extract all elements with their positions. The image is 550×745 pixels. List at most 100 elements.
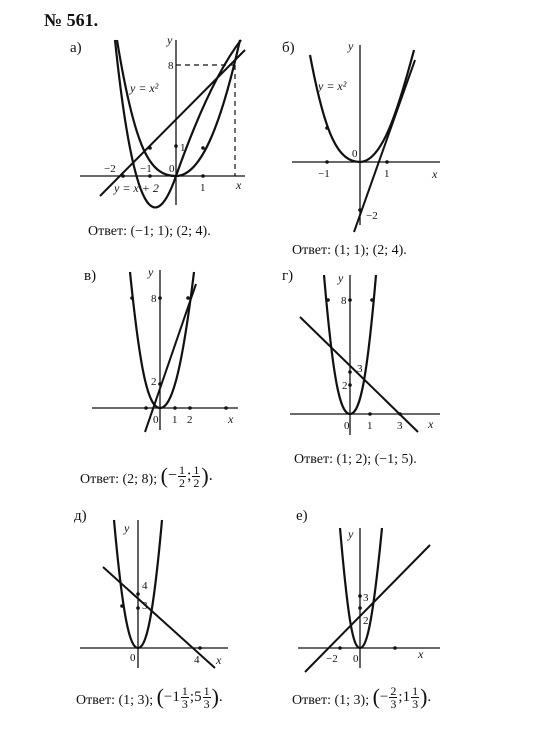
tick-dot [348, 370, 352, 374]
parabola-main [115, 39, 242, 178]
tick-dot [158, 296, 162, 300]
tick-y-3: 3 [363, 592, 369, 604]
parabola [112, 519, 164, 650]
line [144, 283, 197, 433]
tick-dot [358, 606, 362, 610]
panel-b-label: б) [282, 40, 295, 56]
panel-e-label: д) [74, 508, 87, 524]
panel-d-answer: Ответ: (1; 2); (−1; 5). [294, 452, 417, 467]
line [304, 544, 431, 673]
tick-dot [148, 174, 152, 178]
tick-dot [136, 592, 140, 596]
tick-x-1: 1 [384, 168, 390, 180]
tick-dot [201, 146, 205, 150]
tick-x-4: 4 [194, 654, 200, 666]
tick-dot [385, 160, 389, 164]
tick-y-8: 8 [151, 293, 157, 305]
line [102, 566, 216, 669]
tick-dot [158, 382, 162, 386]
tick-x-1: 1 [200, 182, 206, 194]
fraction-pair: ( − 2 3 ; 1 1 3 ). [372, 683, 432, 711]
x-axis-label: x [431, 167, 438, 181]
tick-x-neg1: −1 [318, 168, 330, 180]
tick-dot [173, 406, 177, 410]
tick-dot [398, 412, 402, 416]
tick-dot [358, 594, 362, 598]
panel-c-answer: Ответ: (2; 8); ( − 1 2 ; 1 2 ). [80, 463, 213, 489]
tick-dot [348, 383, 352, 387]
tick-dot [368, 412, 372, 416]
x-axis-label: x [417, 647, 424, 661]
tick-x-neg2: −2 [104, 163, 116, 175]
tick-dot [174, 144, 178, 148]
tick-dot [130, 296, 134, 300]
tick-y-neg2: −2 [366, 210, 378, 222]
tick-dot [358, 208, 362, 212]
tick-x-0: 0 [352, 148, 358, 160]
x-axis-label: x [215, 653, 222, 667]
panel-f-label: е) [296, 508, 308, 524]
tick-dot [393, 646, 397, 650]
parabola [308, 49, 416, 164]
y-axis-label: y [347, 527, 354, 541]
tick-y-3: 3 [142, 600, 148, 612]
tick-dot [148, 146, 152, 150]
tick-x-0: 0 [353, 653, 359, 665]
tick-dot [370, 298, 374, 302]
y-axis-label: y [347, 39, 354, 53]
tick-x-0: 0 [169, 163, 175, 175]
panel-f-answer: Ответ: (1; 3); ( − 2 3 ; 1 1 3 ). [292, 684, 431, 710]
line [353, 59, 416, 233]
tick-y-2: 2 [342, 380, 348, 392]
parabola [338, 527, 384, 650]
tick-y-1: 1 [180, 142, 186, 154]
tick-dot [188, 406, 192, 410]
parabola [128, 271, 196, 410]
tick-y-4: 4 [142, 580, 148, 592]
tick-dot [198, 646, 202, 650]
panel-c-label: в) [84, 268, 97, 284]
tick-x-1: 1 [172, 414, 178, 426]
tick-dot [224, 406, 228, 410]
tick-dot [144, 406, 148, 410]
tick-x-0: 0 [130, 652, 136, 664]
y-axis-label: y [147, 265, 154, 279]
tick-x-neg1: −1 [140, 163, 152, 175]
tick-x-neg2: −2 [326, 653, 338, 665]
tick-y-3: 3 [357, 363, 363, 375]
tick-y-2: 2 [151, 376, 157, 388]
tick-dot [326, 298, 330, 302]
problem-number: № 561. [44, 10, 99, 30]
tick-x-3: 3 [397, 420, 403, 432]
tick-dot [121, 174, 125, 178]
tick-dot [348, 298, 352, 302]
answer-prefix: Ответ: (1; 3); [292, 693, 370, 708]
line [299, 316, 419, 433]
y-axis-label: y [337, 271, 344, 285]
tick-y-2: 2 [363, 615, 369, 627]
panel-b-answer: Ответ: (1; 1); (2; 4). [292, 243, 407, 258]
x-axis-label: x [427, 417, 434, 431]
answer-prefix: Ответ: (1; 3); [76, 693, 154, 708]
parabola-label: y = x² [129, 81, 159, 95]
tick-x-0: 0 [344, 420, 350, 432]
y-axis-label: y [166, 33, 173, 47]
y-axis-label: y [123, 521, 130, 535]
tick-dot [325, 126, 329, 130]
line-y-x-plus-2 [99, 49, 246, 197]
tick-x-0: 0 [153, 414, 159, 426]
tick-dot [338, 646, 342, 650]
line-label: y = x + 2 [113, 181, 159, 195]
tick-y-8: 8 [341, 295, 347, 307]
tick-x-1: 1 [367, 420, 373, 432]
fraction-pair: ( − 1 2 ; 1 2 ). [160, 462, 213, 490]
panel-d-label: г) [282, 268, 294, 284]
x-axis-label: x [235, 178, 242, 192]
parabola [322, 274, 378, 416]
tick-dot [201, 174, 205, 178]
